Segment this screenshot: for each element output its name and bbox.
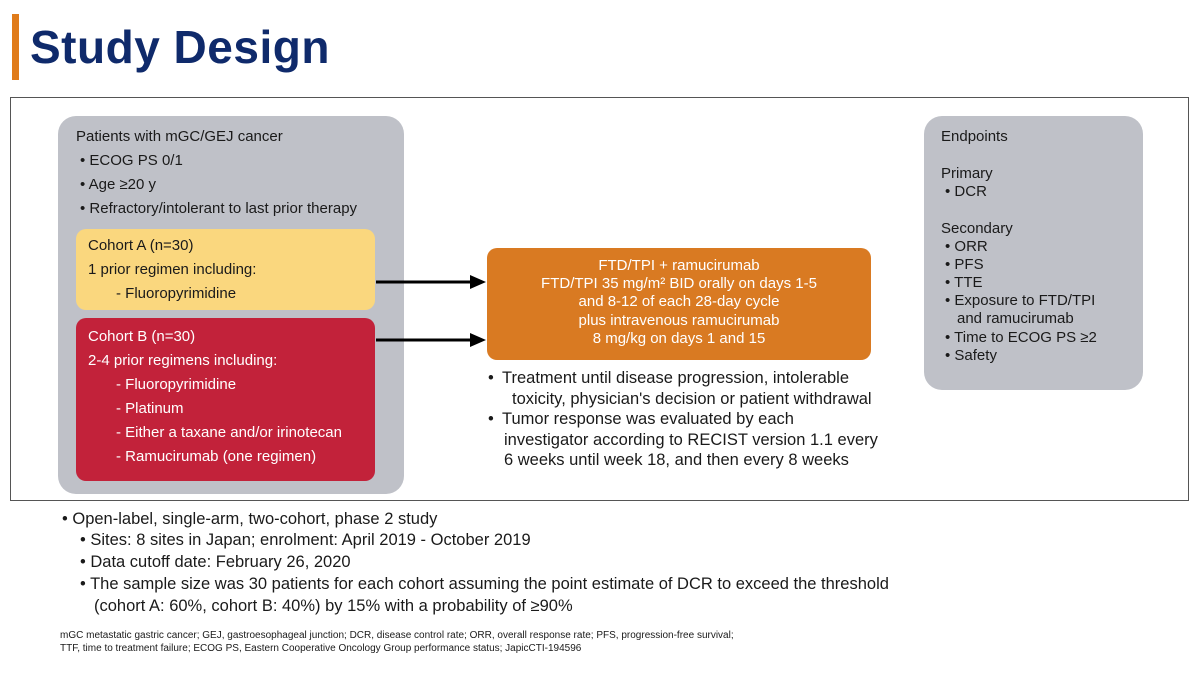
design-main: • Open-label, single-arm, two-cohort, ph… xyxy=(62,510,438,528)
treatment-line: plus intravenous ramucirumab xyxy=(578,311,780,329)
design-sub: • Data cutoff date: February 26, 2020 xyxy=(80,553,351,571)
page-title: Study Design xyxy=(30,21,330,73)
cohort-a-subtitle: 1 prior regimen including: xyxy=(88,261,257,278)
cohort-b-subtitle: 2-4 prior regimens including: xyxy=(88,352,278,369)
note-line: toxicity, physician's decision or patien… xyxy=(512,389,872,408)
secondary-item: • Exposure to FTD/TPI xyxy=(945,292,1096,309)
design-sub: • Sites: 8 sites in Japan; enrolment: Ap… xyxy=(80,531,531,549)
secondary-item: • Time to ECOG PS ≥2 xyxy=(945,329,1097,346)
secondary-item: • TTE xyxy=(945,274,983,291)
cohort-b-item: - Ramucirumab (one regimen) xyxy=(116,448,317,465)
patients-title: Patients with mGC/GEJ cancer xyxy=(76,128,283,145)
cohort-b-item: - Either a taxane and/or irinotecan xyxy=(116,424,342,441)
criterion-refractory: • Refractory/intolerant to last prior th… xyxy=(80,200,358,217)
bullet: • xyxy=(488,369,494,387)
note-line: Tumor response was evaluated by each xyxy=(502,410,794,428)
footnote-line: TTF, time to treatment failure; ECOG PS,… xyxy=(60,643,582,654)
cohort-a-title: Cohort A (n=30) xyxy=(88,237,194,254)
treatment-box: FTD/TPI + ramucirumab FTD/TPI 35 mg/m² B… xyxy=(487,248,871,360)
note-line: 6 weeks until week 18, and then every 8 … xyxy=(504,451,849,469)
endpoints-box xyxy=(924,116,1143,390)
note-line: Treatment until disease progression, int… xyxy=(502,369,849,387)
design-sub-continuation: (cohort A: 60%, cohort B: 40%) by 15% wi… xyxy=(94,597,573,615)
treatment-line: FTD/TPI + ramucirumab xyxy=(598,257,760,274)
treatment-notes: • Treatment until disease progression, i… xyxy=(488,368,878,471)
cohort-b-box: Cohort B (n=30) 2-4 prior regimens inclu… xyxy=(76,318,375,481)
secondary-item: • PFS xyxy=(945,256,984,273)
title-accent-bar xyxy=(12,14,19,80)
note-line: investigator according to RECIST version… xyxy=(504,430,878,449)
cohort-b-title: Cohort B (n=30) xyxy=(88,328,196,345)
note-item: • Treatment until disease progression, i… xyxy=(488,368,878,409)
primary-label: Primary xyxy=(941,165,993,182)
footnote-line: mGC metastatic gastric cancer; GEJ, gast… xyxy=(60,630,734,641)
bullet: • xyxy=(488,410,494,428)
design-sub: • The sample size was 30 patients for ea… xyxy=(80,575,889,593)
secondary-label: Secondary xyxy=(941,220,1013,237)
criterion-ecog: • ECOG PS 0/1 xyxy=(80,152,183,169)
secondary-item: • ORR xyxy=(945,238,988,255)
secondary-item-continuation: and ramucirumab xyxy=(957,310,1074,327)
note-item: • Tumor response was evaluated by each i… xyxy=(488,409,878,471)
arrow-cohort-b xyxy=(376,333,486,347)
cohort-a-box: Cohort A (n=30) 1 prior regimen includin… xyxy=(76,229,375,310)
treatment-line: 8 mg/kg on days 1 and 15 xyxy=(592,329,766,347)
arrow-cohort-a xyxy=(376,275,486,289)
cohort-a-item: - Fluoropyrimidine xyxy=(116,285,237,302)
criterion-age: • Age ≥20 y xyxy=(80,176,157,193)
cohort-b-item: - Platinum xyxy=(116,400,184,417)
treatment-line: and 8-12 of each 28-day cycle xyxy=(578,293,780,311)
endpoints-title: Endpoints xyxy=(941,128,1008,145)
primary-item: • DCR xyxy=(945,183,987,200)
secondary-item: • Safety xyxy=(945,347,997,364)
cohort-b-item: - Fluoropyrimidine xyxy=(116,376,237,393)
treatment-line: FTD/TPI 35 mg/m² BID orally on days 1-5 xyxy=(541,275,817,293)
